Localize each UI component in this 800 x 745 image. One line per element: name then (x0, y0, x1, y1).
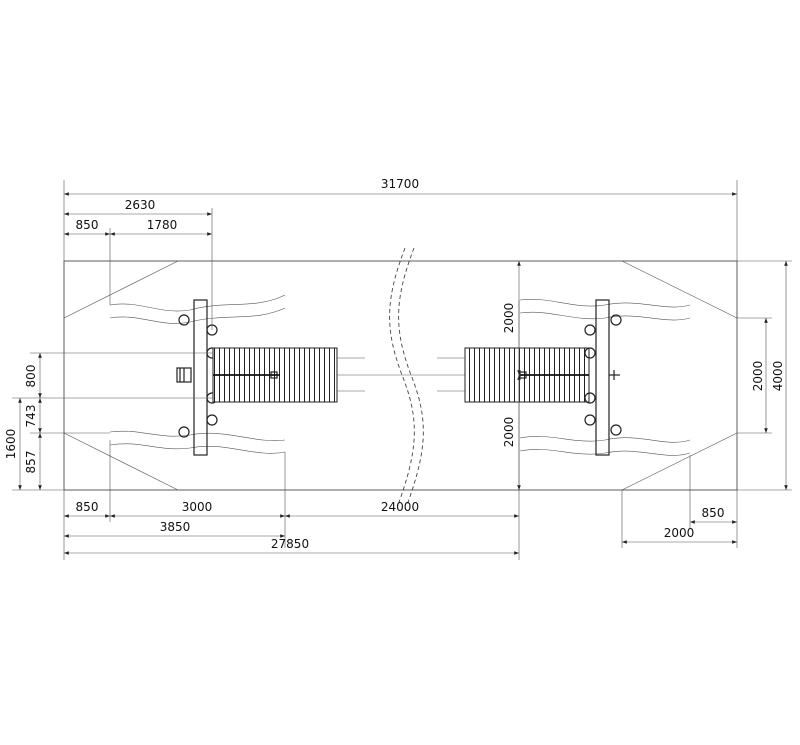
dim-label-31700: 31700 (381, 177, 419, 191)
left-post-knob-6 (206, 414, 218, 426)
corner-line-bottom-right (621, 432, 738, 491)
dim-label-800: 800 (24, 365, 38, 388)
left-post-knob-5 (178, 426, 190, 438)
dim-label-2630: 2630 (125, 198, 156, 212)
dim-label-743: 743 (24, 405, 38, 428)
dim-label-3850: 3850 (160, 520, 191, 534)
left-log-top-a (109, 294, 286, 312)
right-log-top-a (519, 299, 691, 308)
left-log-bottom-b (109, 443, 286, 454)
dim-label-1600: 1600 (4, 429, 18, 460)
dim-label-850-top: 850 (76, 218, 99, 232)
dim-label-2000-upper: 2000 (502, 303, 516, 334)
left-post-knob-1 (178, 314, 190, 326)
dim-label-850-bottom: 850 (76, 500, 99, 514)
right-log-bottom-b (519, 449, 691, 456)
break-line-right (398, 247, 424, 506)
right-log-top-b (519, 311, 691, 321)
dim-label-2000-lower: 2000 (502, 417, 516, 448)
dim-label-3000: 3000 (182, 500, 213, 514)
left-log-top-b (109, 307, 286, 324)
dim-label-1780: 1780 (147, 218, 178, 232)
dim-label-4000: 4000 (771, 361, 785, 392)
right-log-bottom-a (519, 436, 691, 443)
left-log-bottom-a (109, 430, 286, 441)
corner-line-bottom-left (63, 432, 179, 491)
dim-label-850-right: 850 (702, 506, 725, 520)
site-boundary (63, 260, 738, 491)
left-frame-post (193, 299, 208, 456)
break-line-left (389, 247, 415, 506)
dim-label-27850: 27850 (271, 537, 309, 551)
corner-line-top-right (621, 260, 738, 319)
dim-label-857: 857 (24, 451, 38, 474)
dim-label-24000: 24000 (381, 500, 419, 514)
dim-label-2000-mid: 2000 (751, 361, 765, 392)
right-frame-post (595, 299, 610, 456)
corner-line-top-left (63, 260, 179, 319)
dim-label-2000-right-bottom: 2000 (664, 526, 695, 540)
